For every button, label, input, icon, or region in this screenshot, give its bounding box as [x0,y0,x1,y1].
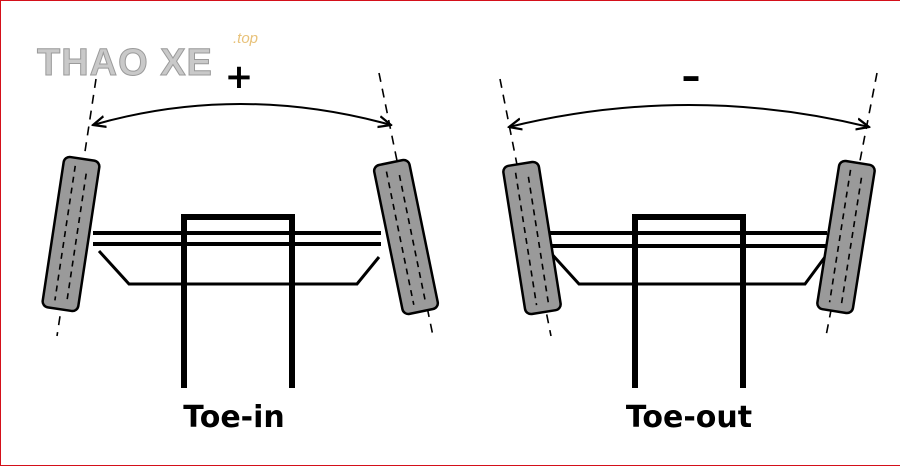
toe-out-sign: – [682,54,701,98]
toe-out-caption: Toe-out [626,400,752,435]
toe-in-left-tire [41,155,101,313]
toe-out-panel: – Toe-out [499,54,878,435]
toe-out-left-tire [502,160,562,316]
toe-in-panel: + Toe-in [41,57,440,435]
watermark-text: THAO XE [37,42,213,84]
toe-in-lower-arm [97,249,381,286]
watermark-domain: .top [233,30,258,47]
toe-out-right-tire [816,159,876,315]
toe-in-right-tire [372,158,440,316]
toe-in-measure-arc [93,103,391,125]
toe-out-measure-arc [509,104,869,127]
toe-in-steering-post [181,214,295,388]
watermark-logo: THAO XE .top [37,30,259,85]
toe-in-caption: Toe-in [183,400,285,435]
toe-out-steering-post [632,214,746,388]
toe-in-sign: + [225,57,254,97]
toe-out-lower-arm [547,249,827,286]
